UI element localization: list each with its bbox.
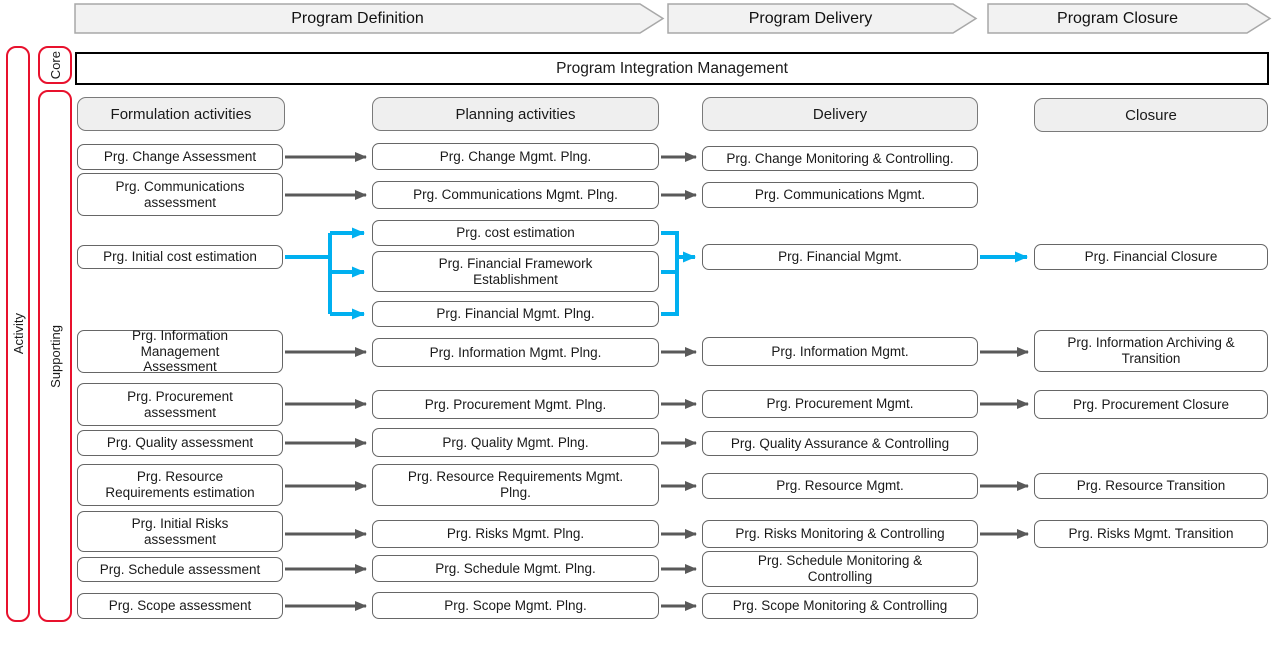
node-schedule-delivery: Prg. Schedule Monitoring & Controlling [702, 551, 978, 587]
node-schedule-planning: Prg. Schedule Mgmt. Plng. [372, 555, 659, 582]
node-scope-planning: Prg. Scope Mgmt. Plng. [372, 592, 659, 619]
rail-activity: Activity [6, 46, 30, 622]
column-header-formulation: Formulation activities [77, 97, 285, 131]
node-procurement-planning: Prg. Procurement Mgmt. Plng. [372, 390, 659, 419]
node-procurement-formulation: Prg. Procurement assessment [77, 383, 283, 426]
node-risks-closure: Prg. Risks Mgmt. Transition [1034, 520, 1268, 548]
node-resource-formulation: Prg. Resource Requirements estimation [77, 464, 283, 506]
node-scope-delivery: Prg. Scope Monitoring & Controlling [702, 593, 978, 619]
node-financial-planning-framework: Prg. Financial Framework Establishment [372, 251, 659, 292]
node-resource-delivery: Prg. Resource Mgmt. [702, 473, 978, 499]
node-resource-planning: Prg. Resource Requirements Mgmt. Plng. [372, 464, 659, 506]
node-risks-delivery: Prg. Risks Monitoring & Controlling [702, 520, 978, 548]
node-quality-formulation: Prg. Quality assessment [77, 430, 283, 456]
node-change-delivery: Prg. Change Monitoring & Controlling. [702, 146, 978, 171]
node-financial-planning-mgmt-plng: Prg. Financial Mgmt. Plng. [372, 301, 659, 327]
node-information-closure: Prg. Information Archiving & Transition [1034, 330, 1268, 372]
node-procurement-closure: Prg. Procurement Closure [1034, 390, 1268, 419]
node-change-formulation: Prg. Change Assessment [77, 144, 283, 170]
column-header-closure: Closure [1034, 98, 1268, 132]
node-communications-formulation: Prg. Communications assessment [77, 173, 283, 216]
highlight-connectors [285, 227, 1028, 320]
phase-chevron-program-definition: Program Definition [291, 9, 424, 27]
gray-connectors [285, 152, 1029, 611]
integration-bar: Program Integration Management [75, 52, 1269, 85]
rail-activity-label: Activity [10, 313, 26, 355]
node-scope-formulation: Prg. Scope assessment [77, 593, 283, 619]
node-quality-planning: Prg. Quality Mgmt. Plng. [372, 428, 659, 457]
rail-supporting-label: Supporting [47, 324, 63, 388]
node-resource-closure: Prg. Resource Transition [1034, 473, 1268, 499]
phase-chevron-program-delivery: Program Delivery [748, 9, 873, 27]
node-communications-delivery: Prg. Communications Mgmt. [702, 182, 978, 208]
rail-core: Core [38, 46, 72, 84]
column-header-delivery: Delivery [702, 97, 978, 131]
node-information-planning: Prg. Information Mgmt. Plng. [372, 338, 659, 367]
node-information-delivery: Prg. Information Mgmt. [702, 337, 978, 366]
node-financial-delivery: Prg. Financial Mgmt. [702, 244, 978, 270]
node-schedule-formulation: Prg. Schedule assessment [77, 557, 283, 582]
node-risks-planning: Prg. Risks Mgmt. Plng. [372, 520, 659, 548]
node-quality-delivery: Prg. Quality Assurance & Controlling [702, 431, 978, 456]
node-communications-planning: Prg. Communications Mgmt. Plng. [372, 181, 659, 209]
phase-chevron-shapes [74, 3, 1272, 34]
phase-chevron-program-closure: Program Closure [1057, 9, 1178, 27]
node-financial-formulation: Prg. Initial cost estimation [77, 245, 283, 269]
rail-core-label: Core [47, 50, 63, 80]
column-header-planning: Planning activities [372, 97, 659, 131]
node-risks-formulation: Prg. Initial Risks assessment [77, 511, 283, 552]
node-information-formulation: Prg. Information Management Assessment [77, 328, 283, 374]
node-procurement-delivery: Prg. Procurement Mgmt. [702, 390, 978, 418]
node-financial-closure: Prg. Financial Closure [1034, 244, 1268, 270]
node-change-planning: Prg. Change Mgmt. Plng. [372, 143, 659, 170]
rail-supporting: Supporting [38, 90, 72, 622]
node-financial-planning-cost-estimation: Prg. cost estimation [372, 220, 659, 246]
